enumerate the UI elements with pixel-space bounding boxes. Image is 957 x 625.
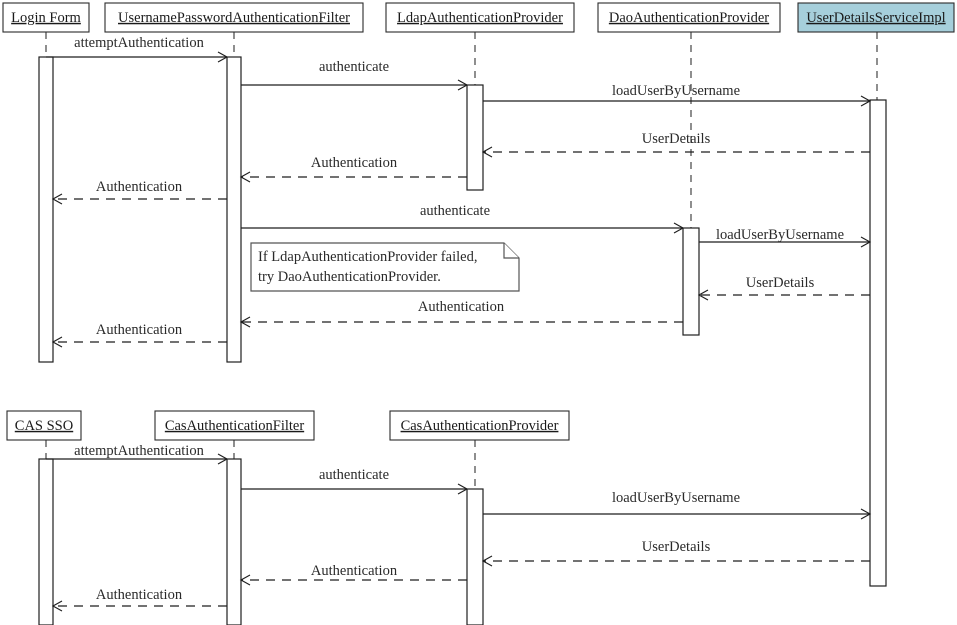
msg-user-details-dao-arrowhead-icon: [697, 289, 709, 301]
msg-attempt-authentication-2-label: attemptAuthentication: [74, 443, 204, 459]
msg-load-user-by-username-cas-arrowhead-icon: [860, 508, 872, 520]
participant-cas-authentication-provider[interactable]: CasAuthenticationProvider: [389, 410, 570, 441]
msg-authentication-cas-filter-arrowhead-icon: [51, 600, 63, 612]
msg-user-details-cas[interactable]: UserDetails: [481, 539, 870, 567]
note-ldap-fallback-line-0: If LdapAuthenticationProvider failed,: [258, 249, 477, 265]
lifeline-dash-layer: [45, 32, 878, 490]
participant-box-username-password-authentication-filter[interactable]: [104, 2, 364, 33]
msg-authentication-ldap-arrowhead-icon: [239, 171, 251, 183]
participant-user-details-service-impl[interactable]: UserDetailsServiceImpl: [797, 2, 955, 33]
activation-ldap-provider: [466, 84, 484, 191]
msg-authentication-filter-1-label: Authentication: [96, 179, 183, 195]
activation-cas-filter: [226, 458, 242, 625]
msg-user-details-ldap[interactable]: UserDetails: [481, 131, 870, 158]
msg-load-user-by-username-ldap[interactable]: loadUserByUsername: [483, 83, 872, 107]
activation-cas-sso: [38, 458, 54, 625]
participant-label-cas-authentication-filter: CasAuthenticationFilter: [165, 418, 305, 434]
msg-load-user-by-username-dao[interactable]: loadUserByUsername: [699, 227, 872, 248]
msg-load-user-by-username-dao-label: loadUserByUsername: [716, 227, 844, 243]
note-layer: If LdapAuthenticationProvider failed, try…: [250, 242, 520, 292]
msg-authentication-filter-2-label: Authentication: [96, 322, 183, 338]
msg-authentication-dao[interactable]: Authentication: [239, 299, 683, 328]
note-ldap-fallback-fold-corner-icon: [503, 243, 519, 259]
msg-authenticate-dao-arrowhead-icon: [673, 222, 685, 234]
msg-user-details-cas-arrowhead-icon: [481, 555, 493, 567]
message-layer: attemptAuthentication authenticate loadUse…: [46, 35, 872, 612]
note-ldap-fallback-body: [250, 242, 520, 292]
msg-user-details-cas-label: UserDetails: [642, 539, 711, 555]
participant-cas-sso[interactable]: CAS SSO: [6, 410, 82, 441]
note-ldap-fallback-line-1: try DaoAuthenticationProvider.: [258, 269, 441, 285]
msg-authenticate-cas-arrowhead-icon: [457, 483, 469, 495]
participant-label-user-details-service-impl: UserDetailsServiceImpl: [806, 10, 945, 26]
msg-attempt-authentication-2[interactable]: attemptAuthentication: [46, 443, 229, 465]
msg-authenticate-dao[interactable]: authenticate: [241, 203, 685, 234]
msg-authentication-filter-1-arrowhead-icon: [51, 193, 63, 205]
msg-attempt-authentication-1[interactable]: attemptAuthentication: [46, 35, 229, 63]
msg-load-user-by-username-ldap-label: loadUserByUsername: [612, 83, 740, 99]
participant-cas-authentication-filter[interactable]: CasAuthenticationFilter: [154, 410, 315, 441]
participant-label-login-form: Login Form: [11, 10, 81, 26]
msg-authentication-filter-1[interactable]: Authentication: [51, 179, 227, 205]
msg-authentication-dao-arrowhead-icon: [239, 316, 251, 328]
participant-dao-authentication-provider[interactable]: DaoAuthenticationProvider: [597, 2, 781, 33]
participant-username-password-authentication-filter[interactable]: UsernamePasswordAuthenticationFilter: [104, 2, 364, 33]
msg-authenticate-dao-label: authenticate: [420, 203, 490, 219]
msg-authentication-filter-2-arrowhead-icon: [51, 336, 63, 348]
activation-bar-layer: [38, 56, 887, 625]
participant-box-ldap-authentication-provider[interactable]: [385, 2, 575, 33]
participant-box-dao-authentication-provider[interactable]: [597, 2, 781, 33]
participant-ldap-authentication-provider[interactable]: LdapAuthenticationProvider: [385, 2, 575, 33]
participant-label-username-password-authentication-filter: UsernamePasswordAuthenticationFilter: [118, 10, 350, 26]
msg-authenticate-cas-label: authenticate: [319, 467, 389, 483]
activation-login-form: [38, 56, 54, 363]
msg-authentication-ldap[interactable]: Authentication: [239, 155, 467, 183]
participant-box-cas-authentication-filter[interactable]: [154, 410, 315, 441]
participant-label-cas-authentication-provider: CasAuthenticationProvider: [401, 418, 559, 434]
msg-load-user-by-username-ldap-arrowhead-icon: [860, 95, 872, 107]
msg-authentication-ldap-label: Authentication: [311, 155, 398, 171]
msg-authentication-cas-filter[interactable]: Authentication: [51, 587, 227, 612]
activation-cas-provider: [466, 488, 484, 625]
msg-attempt-authentication-1-arrowhead-icon: [217, 51, 229, 63]
msg-authentication-cas-provider[interactable]: Authentication: [239, 563, 467, 586]
activation-username-password-filter: [226, 56, 242, 363]
msg-authentication-cas-provider-arrowhead-icon: [239, 574, 251, 586]
msg-attempt-authentication-2-arrowhead-icon: [217, 453, 229, 465]
participant-box-layer: Login Form UsernamePasswordAuthentication…: [2, 2, 955, 441]
msg-user-details-ldap-arrowhead-icon: [481, 146, 493, 158]
msg-load-user-by-username-cas-label: loadUserByUsername: [612, 490, 740, 506]
participant-box-cas-authentication-provider[interactable]: [389, 410, 570, 441]
activation-user-details: [869, 99, 887, 587]
msg-attempt-authentication-1-label: attemptAuthentication: [74, 35, 204, 51]
msg-user-details-dao-label: UserDetails: [746, 275, 815, 291]
msg-user-details-dao[interactable]: UserDetails: [697, 275, 870, 301]
participant-label-ldap-authentication-provider: LdapAuthenticationProvider: [397, 10, 563, 26]
msg-authentication-cas-provider-label: Authentication: [311, 563, 398, 579]
msg-authentication-dao-label: Authentication: [418, 299, 505, 315]
participant-box-user-details-service-impl[interactable]: [797, 2, 955, 33]
msg-authentication-filter-2[interactable]: Authentication: [51, 322, 227, 348]
participant-login-form[interactable]: Login Form: [2, 2, 90, 33]
participant-label-cas-sso: CAS SSO: [15, 418, 73, 434]
msg-authenticate-ldap-label: authenticate: [319, 59, 389, 75]
msg-authenticate-ldap[interactable]: authenticate: [241, 59, 469, 91]
msg-authenticate-ldap-arrowhead-icon: [457, 79, 469, 91]
msg-authenticate-cas[interactable]: authenticate: [241, 467, 469, 495]
msg-user-details-ldap-label: UserDetails: [642, 131, 711, 147]
activation-dao-provider: [682, 227, 700, 336]
msg-load-user-by-username-dao-arrowhead-icon: [860, 236, 872, 248]
note-ldap-fallback: If LdapAuthenticationProvider failed, try…: [250, 242, 520, 292]
participant-label-dao-authentication-provider: DaoAuthenticationProvider: [609, 10, 769, 26]
msg-load-user-by-username-cas[interactable]: loadUserByUsername: [483, 490, 872, 520]
msg-authentication-cas-filter-label: Authentication: [96, 587, 183, 603]
participant-box-cas-sso[interactable]: [6, 410, 82, 441]
participant-box-login-form[interactable]: [2, 2, 90, 33]
